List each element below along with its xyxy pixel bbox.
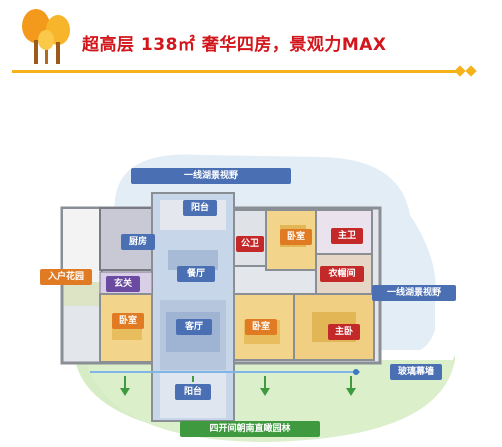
label-foyer: 玄关 (106, 276, 140, 292)
title-rest: 奢华四房，景观力MAX (201, 35, 387, 55)
page-title: 超高层 138㎡ 奢华四房，景观力MAX (82, 30, 387, 55)
label-kitchen: 厨房 (121, 234, 155, 250)
label-right-view: 一线湖景视野 (372, 285, 456, 301)
label-master-bedroom: 主卧 (328, 324, 360, 340)
title-main: 超高层 138㎡ (82, 35, 196, 55)
label-top-view: 一线湖景视野 (131, 168, 291, 184)
label-balcony-bottom: 阳台 (175, 384, 211, 400)
label-dining: 餐厅 (177, 266, 215, 282)
label-bedroom-left: 卧室 (112, 313, 144, 329)
label-garden-entrance: 入户花园 (40, 269, 92, 285)
tree-icon (16, 4, 76, 66)
label-public-bath: 公卫 (236, 236, 264, 252)
label-bedroom-middle: 卧室 (245, 319, 277, 335)
header-underline (12, 70, 464, 73)
label-balcony-top: 阳台 (183, 200, 217, 216)
label-master-bath: 主卫 (331, 228, 363, 244)
label-bottom-view: 四开间朝南直瞰园林 (180, 421, 320, 437)
label-glass-wall: 玻璃幕墙 (390, 364, 442, 380)
label-bedroom-top: 卧室 (280, 229, 312, 245)
label-walk-in-closet: 衣帽间 (320, 266, 364, 282)
label-living: 客厅 (176, 319, 212, 335)
